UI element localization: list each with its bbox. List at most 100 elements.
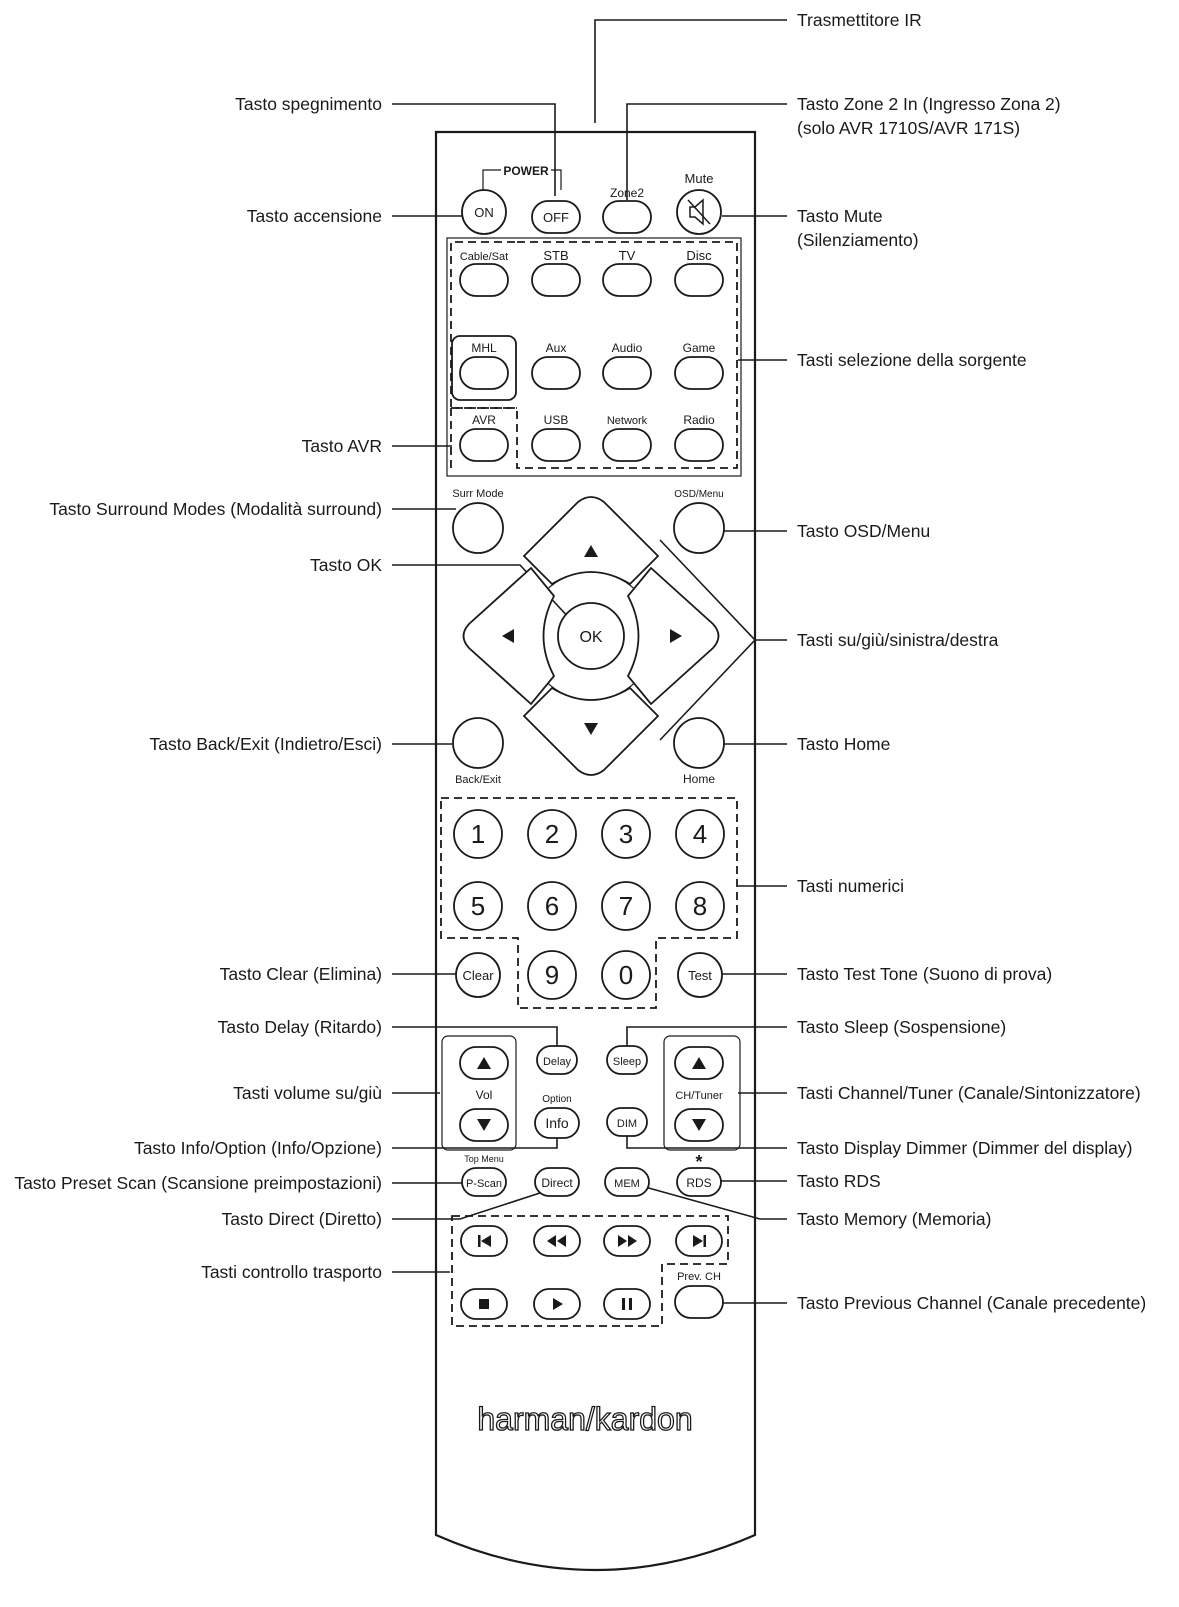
fast-forward-button[interactable] [603, 1225, 651, 1257]
label-test-tone: Tasto Test Tone (Suono di prova) [797, 964, 1052, 984]
num-6-text: 6 [545, 891, 559, 921]
arrow-right-button[interactable] [626, 566, 720, 706]
num-8-button[interactable]: 8 [675, 881, 725, 931]
back-exit-button[interactable]: Back/Exit [452, 717, 504, 786]
info-text: Info [545, 1115, 569, 1131]
ok-button[interactable]: OK [557, 602, 625, 670]
up-triangle-icon [477, 1057, 491, 1069]
source-aux-button[interactable]: Aux [531, 341, 581, 390]
volume-up-button[interactable] [459, 1046, 509, 1080]
label-source-selection: Tasti selezione della sorgente [797, 350, 1027, 370]
source-audio-button[interactable]: Audio [602, 341, 652, 390]
arrow-down-button[interactable] [522, 686, 660, 776]
arrow-up-button[interactable] [522, 496, 660, 586]
pscan-text: P-Scan [466, 1178, 502, 1190]
rds-button[interactable]: RDS [676, 1167, 722, 1197]
rds-star-text: * [695, 1152, 702, 1172]
label-info-option: Tasto Info/Option (Info/Opzione) [134, 1138, 382, 1158]
label-back-exit: Tasto Back/Exit (Indietro/Esci) [150, 734, 382, 754]
label-ok: Tasto OK [310, 555, 382, 575]
num-2-button[interactable]: 2 [527, 809, 577, 859]
num-4-button[interactable]: 4 [675, 809, 725, 859]
ch-tuner-text: CH/Tuner [675, 1090, 723, 1102]
down-triangle-icon [692, 1119, 706, 1131]
stop-button[interactable] [460, 1288, 508, 1320]
osd-menu-text: OSD/Menu [674, 489, 723, 500]
source-network-button[interactable]: Network [602, 415, 652, 462]
num-6-button[interactable]: 6 [527, 881, 577, 931]
num-9-text: 9 [545, 960, 559, 990]
source-radio-button[interactable]: Radio [674, 413, 724, 462]
fast-forward-icon [618, 1235, 637, 1247]
label-osd-menu: Tasto OSD/Menu [797, 521, 930, 541]
num-1-button[interactable]: 1 [453, 809, 503, 859]
num-9-button[interactable]: 9 [527, 950, 577, 1000]
pause-icon [622, 1298, 632, 1310]
sleep-button[interactable]: Sleep [606, 1045, 648, 1075]
numeric-section: 1 2 3 4 5 6 7 8 [440, 797, 738, 1009]
num-5-button[interactable]: 5 [453, 881, 503, 931]
skip-forward-button[interactable] [675, 1225, 723, 1257]
direct-button[interactable]: Direct [534, 1167, 580, 1197]
usb-text: USB [544, 413, 569, 427]
test-button[interactable]: Test [677, 952, 723, 998]
num-7-button[interactable]: 7 [601, 881, 651, 931]
osd-menu-button[interactable]: OSD/Menu [673, 489, 725, 554]
label-power-on: Tasto accensione [247, 206, 382, 226]
option-text: Option [542, 1094, 571, 1105]
mem-button[interactable]: MEM [604, 1167, 650, 1197]
pause-button[interactable] [603, 1288, 651, 1320]
clear-button[interactable]: Clear [455, 952, 501, 998]
mem-text: MEM [614, 1178, 640, 1190]
pscan-button[interactable]: P-Scan [461, 1167, 507, 1197]
transport-section: Prev. CH [451, 1215, 729, 1327]
play-button[interactable] [533, 1288, 581, 1320]
skip-back-button[interactable] [460, 1225, 508, 1257]
surr-mode-button[interactable]: Surr Mode [452, 488, 504, 554]
power-on-button[interactable]: ON [461, 189, 507, 235]
navigation-section: Surr Mode OSD/Menu OK [452, 488, 725, 786]
avr-button[interactable]: AVR [459, 413, 509, 462]
num-3-button[interactable]: 3 [601, 809, 651, 859]
num-0-button[interactable]: 0 [601, 950, 651, 1000]
zone2-button[interactable]: Zone2 [602, 186, 652, 234]
cable-sat-text: Cable/Sat [460, 251, 508, 263]
mute-button[interactable]: Mute [676, 171, 722, 235]
label-power-off: Tasto spegnimento [235, 94, 382, 114]
vol-text: Vol [476, 1088, 493, 1102]
stop-icon [479, 1299, 489, 1309]
up-triangle-icon [584, 545, 598, 557]
label-zone2: Tasto Zone 2 In (Ingresso Zona 2) [797, 94, 1061, 114]
volume-down-button[interactable] [459, 1108, 509, 1142]
dim-button[interactable]: DIM [606, 1107, 648, 1137]
info-button[interactable]: Info [534, 1107, 580, 1139]
channel-down-button[interactable] [674, 1108, 724, 1142]
source-stb-button[interactable]: STB [531, 248, 581, 297]
label-transport: Tasti controllo trasporto [201, 1262, 382, 1282]
label-channel-tuner: Tasti Channel/Tuner (Canale/Sintonizzato… [797, 1083, 1141, 1103]
channel-up-button[interactable] [674, 1046, 724, 1080]
prev-ch-button[interactable] [674, 1285, 724, 1319]
source-disc-button[interactable]: Disc [674, 248, 724, 297]
home-button[interactable]: Home [673, 717, 725, 786]
source-cable-sat-button[interactable]: Cable/Sat [459, 251, 509, 297]
source-game-button[interactable]: Game [674, 341, 724, 390]
volume-outline [441, 1035, 517, 1151]
label-mute: Tasto Mute [797, 206, 883, 226]
num-2-text: 2 [545, 819, 559, 849]
label-display-dimmer: Tasto Display Dimmer (Dimmer del display… [797, 1138, 1132, 1158]
rewind-button[interactable] [533, 1225, 581, 1257]
remote-body [434, 130, 757, 1572]
clear-text: Clear [462, 968, 494, 983]
source-usb-button[interactable]: USB [531, 413, 581, 462]
leader-lines [392, 19, 787, 1304]
label-surround-modes: Tasto Surround Modes (Modalità surround) [49, 499, 382, 519]
down-triangle-icon [584, 723, 598, 735]
delay-button[interactable]: Delay [536, 1045, 578, 1075]
down-triangle-icon [477, 1119, 491, 1131]
source-mhl-button[interactable]: MHL [451, 335, 517, 401]
arrow-left-button[interactable] [462, 566, 556, 706]
label-home: Tasto Home [797, 734, 890, 754]
power-off-button[interactable]: OFF [531, 200, 581, 234]
source-tv-button[interactable]: TV [602, 248, 652, 297]
